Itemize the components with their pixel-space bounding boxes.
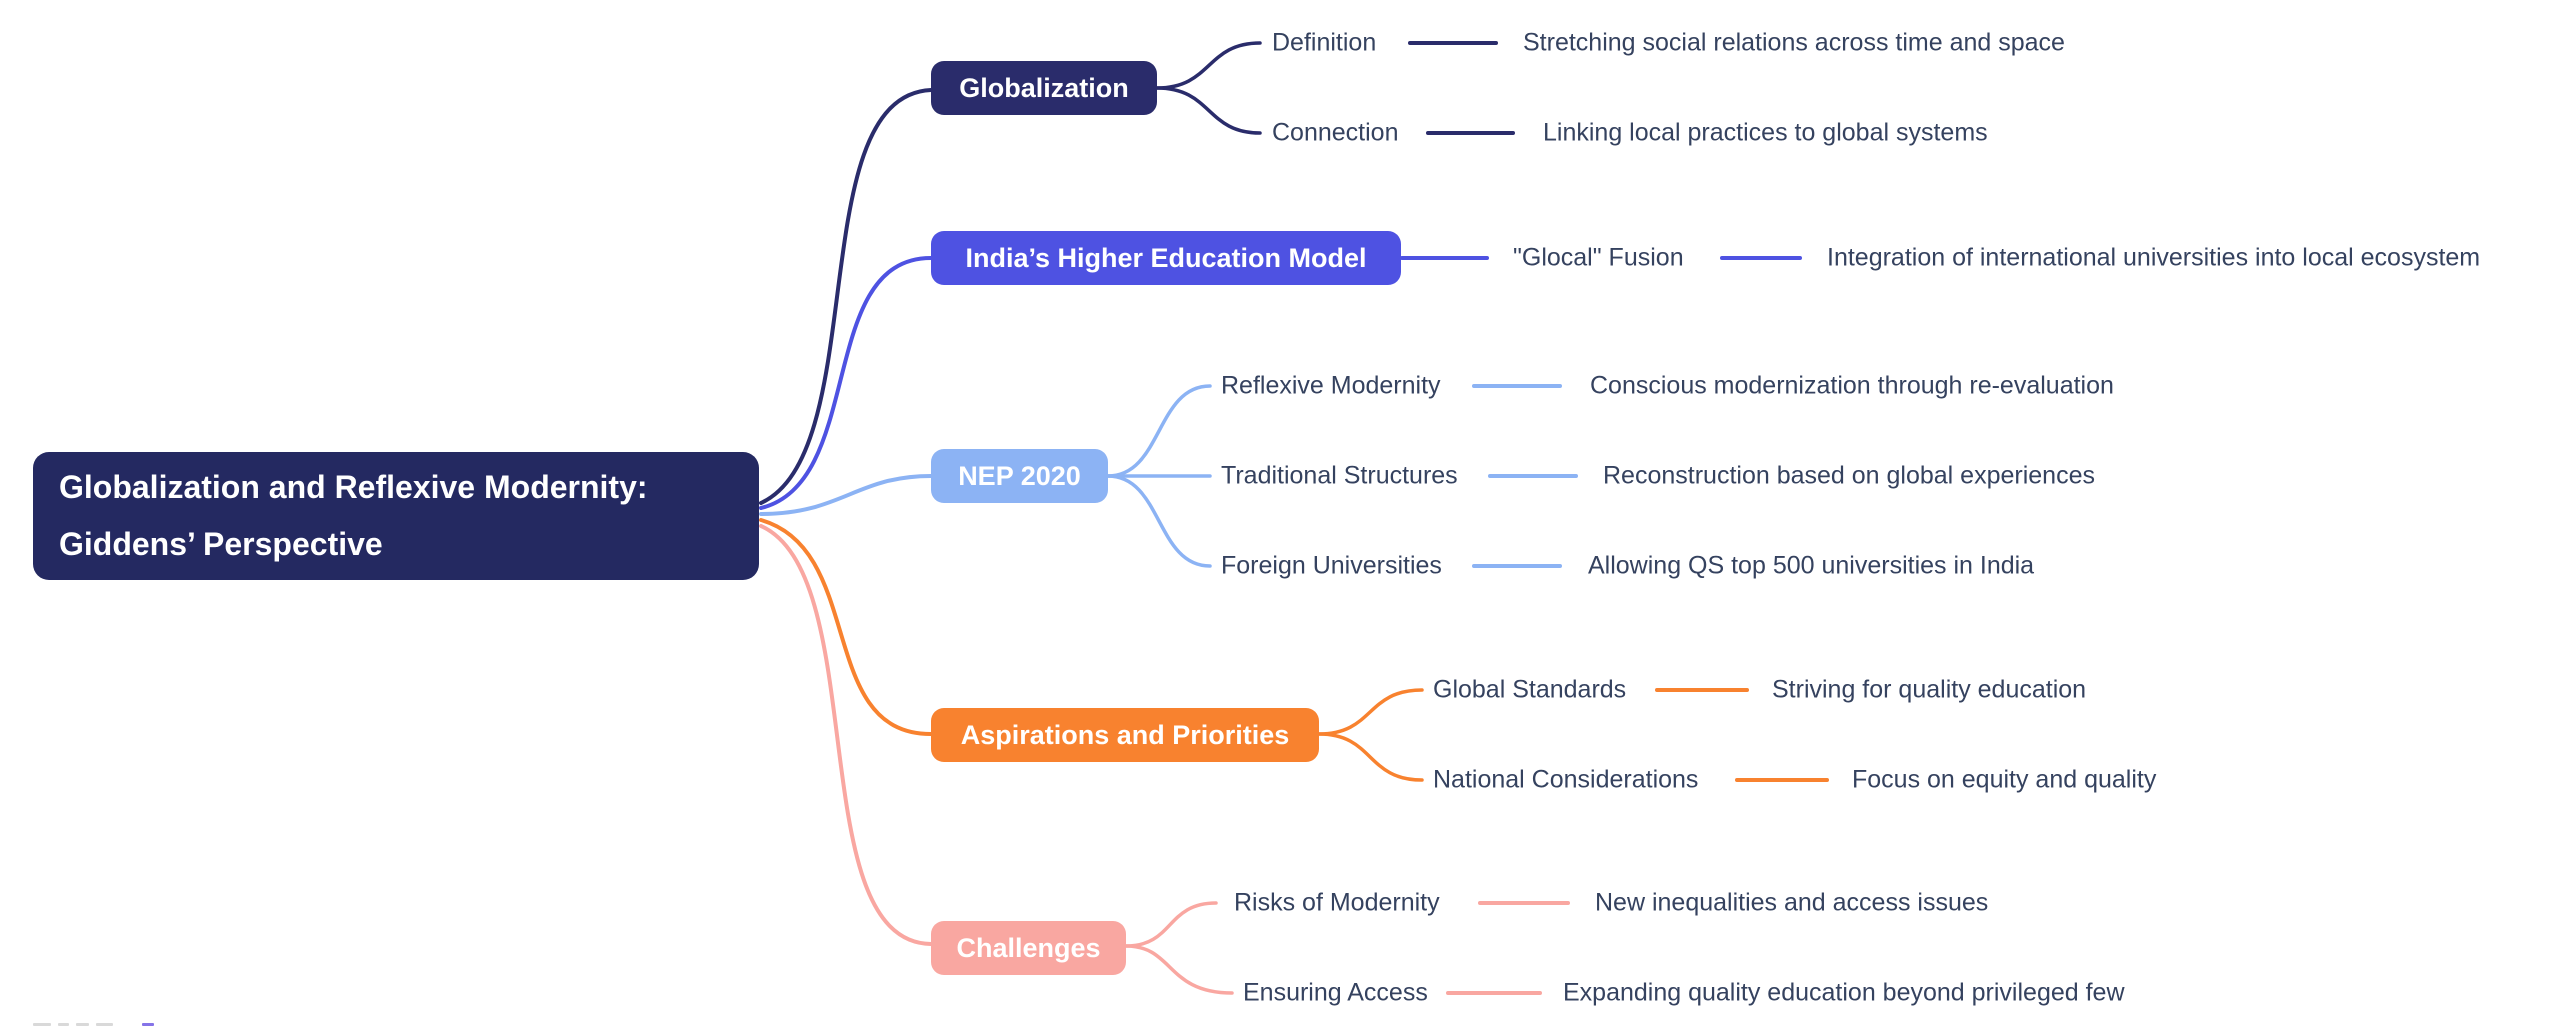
- branch-node-challenges[interactable]: Challenges: [931, 921, 1126, 975]
- topic-definition[interactable]: Definition: [1272, 28, 1377, 57]
- connector-root-aspirations: [759, 518, 933, 736]
- connector-root-globalization: [759, 88, 933, 505]
- topic-national-considerations[interactable]: National Considerations: [1433, 765, 1699, 794]
- connector-globalization-definition: [1155, 41, 1262, 90]
- topic-reflexive-modernity[interactable]: Reflexive Modernity: [1221, 371, 1441, 400]
- connector-nep-foreign: [1106, 474, 1212, 568]
- root-title-line-2: Giddens’ Perspective: [59, 526, 383, 562]
- topic-foreign-universities[interactable]: Foreign Universities: [1221, 551, 1442, 580]
- topic-risks-of-modernity[interactable]: Risks of Modernity: [1234, 888, 1440, 917]
- branch-node-globalization[interactable]: Globalization: [931, 61, 1157, 115]
- topic-traditional-structures[interactable]: Traditional Structures: [1221, 461, 1458, 490]
- detail-global-standards[interactable]: Striving for quality education: [1772, 675, 2087, 704]
- detail-ensuring-access[interactable]: Expanding quality education beyond privi…: [1563, 978, 2125, 1007]
- connector-globalization-connection: [1155, 86, 1262, 135]
- detail-risks-of-modernity[interactable]: New inequalities and access issues: [1595, 888, 1989, 917]
- detail-definition[interactable]: Stretching social relations across time …: [1523, 28, 2065, 57]
- detail-connection[interactable]: Linking local practices to global system…: [1543, 118, 1988, 147]
- root-title-line-1: Globalization and Reflexive Modernity:: [59, 469, 648, 505]
- connector-challenges-ensuring: [1124, 944, 1234, 995]
- topic-ensuring-access[interactable]: Ensuring Access: [1243, 978, 1428, 1007]
- connector-root-nep2020: [759, 474, 933, 516]
- detail-glocal-fusion[interactable]: Integration of international universitie…: [1827, 243, 2481, 272]
- connector-root-india-model: [759, 256, 933, 510]
- topic-glocal-fusion[interactable]: "Glocal" Fusion: [1513, 243, 1684, 272]
- branch-node-aspirations[interactable]: Aspirations and Priorities: [931, 708, 1319, 762]
- branch-node-india-model[interactable]: India’s Higher Education Model: [931, 231, 1401, 285]
- connector-aspirations-global-standards: [1317, 688, 1424, 736]
- watermark-mark: [58, 1023, 69, 1026]
- topic-connection[interactable]: Connection: [1272, 118, 1399, 147]
- connector-challenges-risks: [1124, 901, 1218, 948]
- detail-traditional-structures[interactable]: Reconstruction based on global experienc…: [1603, 461, 2095, 490]
- detail-foreign-universities[interactable]: Allowing QS top 500 universities in Indi…: [1588, 551, 2035, 580]
- connector-aspirations-national: [1317, 732, 1424, 782]
- root-node[interactable]: Globalization and Reflexive Modernity: G…: [33, 452, 759, 580]
- watermark-mark: [96, 1023, 113, 1026]
- watermark-mark: [142, 1023, 154, 1026]
- topic-global-standards[interactable]: Global Standards: [1433, 675, 1627, 704]
- detail-national-considerations[interactable]: Focus on equity and quality: [1852, 765, 2157, 794]
- branch-node-nep2020[interactable]: NEP 2020: [931, 449, 1108, 503]
- watermark-mark: [33, 1023, 51, 1026]
- watermark-mark: [76, 1023, 89, 1026]
- detail-reflexive-modernity[interactable]: Conscious modernization through re-evalu…: [1590, 371, 2114, 400]
- watermark-fragment: [33, 1023, 154, 1026]
- connector-nep-reflexive: [1106, 384, 1212, 478]
- connector-root-challenges: [759, 524, 933, 946]
